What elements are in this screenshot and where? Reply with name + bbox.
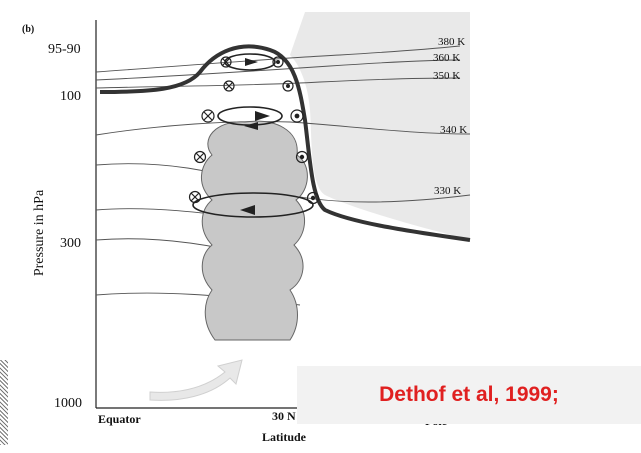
edge-pattern — [0, 360, 8, 445]
x-tick-equator: Equator — [98, 412, 141, 427]
x-tick-30n: 30 N — [272, 409, 296, 424]
convective-cloud — [201, 121, 307, 340]
y-tick-label: 100 — [60, 89, 81, 105]
isentrope-label-340: 340 K — [440, 124, 467, 136]
y-axis-label: Pressure in hPa — [32, 173, 48, 293]
isentrope-label-350: 350 K — [433, 70, 460, 82]
isentrope-label-330: 330 K — [434, 185, 461, 197]
circulation-arrow-top — [245, 58, 258, 66]
isentrope-label-360: 360 K — [433, 52, 460, 64]
circulation-arrow-mid — [255, 111, 270, 121]
y-tick-label: 300 — [60, 236, 81, 252]
panel-label: (b) — [22, 24, 34, 35]
rising-arrow — [150, 360, 242, 400]
citation-box: Dethof et al, 1999; — [297, 366, 641, 424]
x-axis-label: Latitude — [262, 430, 306, 445]
y-tick-label: 95-90 — [48, 42, 81, 58]
citation-text: Dethof et al, 1999; — [379, 383, 559, 407]
isentrope-label-380: 380 K — [438, 36, 465, 48]
y-tick-label: 1000 — [54, 396, 82, 412]
